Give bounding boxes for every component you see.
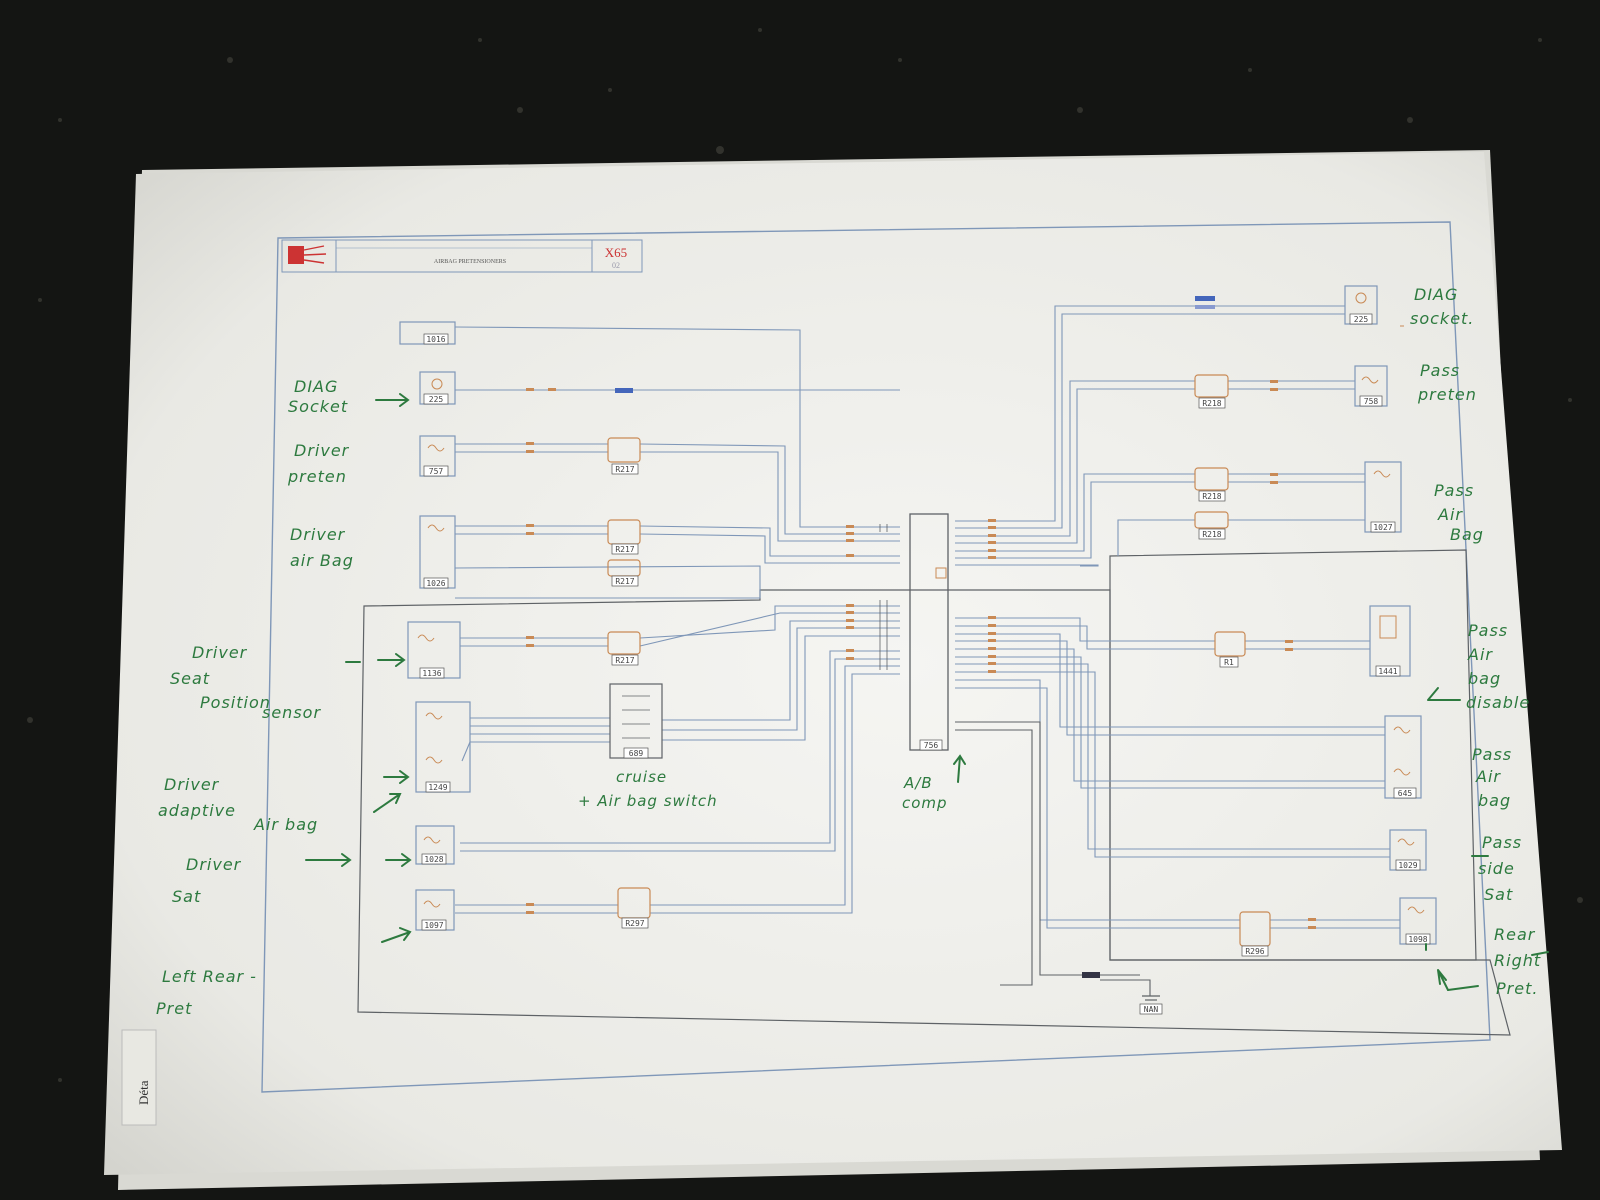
note-driver-preten-2: preten xyxy=(287,467,347,486)
note-diag-socket-right-1: DIAG xyxy=(1414,285,1458,304)
paper-sheet xyxy=(104,152,1562,1175)
connector-label-r217-b: R217 xyxy=(615,545,634,554)
diag-splice-left xyxy=(615,388,633,393)
note-rear-right-1: Rear xyxy=(1494,925,1536,944)
component-label-757: 757 xyxy=(429,467,444,476)
note-ab-comp-1: A/B xyxy=(903,774,933,792)
component-label-1016: 1016 xyxy=(426,335,445,344)
title-code: X65 xyxy=(605,245,627,260)
note-driver-seat-3: Position xyxy=(200,693,271,712)
connector-label-r218-c: R218 xyxy=(1202,530,1221,539)
component-label-645: 645 xyxy=(1398,789,1413,798)
note-pass-air-bag-2-1: Pass xyxy=(1472,745,1512,764)
note-driver-sat-2: Sat xyxy=(172,887,201,906)
note-rear-right-2: Right xyxy=(1494,951,1541,970)
component-label-689: 689 xyxy=(629,749,644,758)
note-driver-seat-1: Driver xyxy=(192,643,248,662)
component-label-1026: 1026 xyxy=(426,579,445,588)
handwritten-arrows xyxy=(305,393,1549,991)
connector-label-r1: R1 xyxy=(1224,658,1234,667)
connector-label-r296: R296 xyxy=(1245,947,1264,956)
connector-label-r217-a: R217 xyxy=(615,465,634,474)
component-label-1027: 1027 xyxy=(1373,523,1392,532)
component-symbols xyxy=(417,292,1425,914)
note-driver-air-bag-1: Driver xyxy=(290,525,346,544)
connector-label-r217-d: R217 xyxy=(615,656,634,665)
component-label-1098: 1098 xyxy=(1408,935,1427,944)
note-pass-air-bag-2: Air xyxy=(1437,505,1463,524)
note-pass-disable-3: bag xyxy=(1468,669,1501,688)
note-driver-air-bag-2: air Bag xyxy=(290,551,354,570)
component-label-1249: 1249 xyxy=(428,783,447,792)
component-label-225-left: 225 xyxy=(429,395,444,404)
note-driver-adaptive-1: Driver xyxy=(164,775,220,794)
note-pass-preten-1: Pass xyxy=(1420,361,1460,380)
note-cruise-2: + Air bag switch xyxy=(578,792,718,810)
page-tab-label: Déta xyxy=(136,1080,151,1105)
component-label-758: 758 xyxy=(1364,397,1379,406)
component-label-756: 756 xyxy=(924,741,939,750)
connector-label-r218-a: R218 xyxy=(1202,399,1221,408)
component-labels: 1016 225 757 1026 1136 1249 1028 1097 22… xyxy=(419,313,1431,1015)
note-pass-side-sat-3: Sat xyxy=(1484,885,1513,904)
note-diag-socket-left-1: DIAG xyxy=(294,377,338,396)
note-driver-sat-1: Driver xyxy=(186,855,242,874)
note-pass-preten-2: preten xyxy=(1417,385,1477,404)
note-pass-air-bag-3: Bag xyxy=(1450,525,1484,544)
note-pass-disable-4: disable xyxy=(1466,693,1530,712)
note-pass-disable-2: Air xyxy=(1467,645,1493,664)
inline-connectors xyxy=(607,374,1271,947)
title-connector-icon xyxy=(288,246,304,264)
component-label-1097: 1097 xyxy=(424,921,443,930)
connector-label-r218-b: R218 xyxy=(1202,492,1221,501)
ground-splice xyxy=(1082,972,1100,978)
note-rear-right-3: Pret. xyxy=(1496,979,1538,998)
note-left-rear-1: Left Rear - xyxy=(162,967,257,986)
component-label-225-right: 225 xyxy=(1354,315,1369,324)
note-driver-adaptive-3: Air bag xyxy=(253,815,318,834)
component-label-1028: 1028 xyxy=(424,855,443,864)
title-block: AIRBAG PRETENSIONERS X65 02 xyxy=(281,239,643,273)
note-driver-preten-1: Driver xyxy=(294,441,350,460)
note-pass-air-bag-2-2: Air xyxy=(1475,767,1501,786)
note-pass-side-sat-1: Pass xyxy=(1482,833,1522,852)
note-ab-comp-2: comp xyxy=(902,794,948,812)
note-diag-socket-left-2: Socket xyxy=(288,397,348,416)
note-driver-seat-2: Seat xyxy=(170,669,210,688)
component-label-1136: 1136 xyxy=(422,669,441,678)
diag-splice-2 xyxy=(1195,305,1215,309)
note-diag-socket-right-2: socket. xyxy=(1410,309,1474,328)
pin-labels xyxy=(526,380,1316,929)
handwritten-annotations: DIAG Socket Driver preten Driver air Bag… xyxy=(156,285,1541,1018)
component-label-nan: NAN xyxy=(1144,1005,1159,1014)
note-pass-air-bag-2-3: bag xyxy=(1478,791,1511,810)
page-tab xyxy=(121,1029,157,1126)
title-caption: AIRBAG PRETENSIONERS xyxy=(434,259,506,265)
note-left-rear-2: Pret xyxy=(156,999,192,1018)
title-sheet: 02 xyxy=(612,261,620,270)
connector-label-r297: R297 xyxy=(625,919,644,928)
note-pass-air-bag-1: Pass xyxy=(1434,481,1474,500)
connector-label-r217-c: R217 xyxy=(615,577,634,586)
background-speckles xyxy=(27,28,1583,1082)
diag-splice xyxy=(1195,296,1215,301)
note-driver-adaptive-2: adaptive xyxy=(158,801,236,820)
connector-labels: R217 R217 R217 R217 R297 R218 R218 R218 … xyxy=(611,397,1269,957)
note-pass-side-sat-2: side xyxy=(1478,859,1515,878)
component-label-1441: 1441 xyxy=(1378,667,1397,676)
note-driver-seat-4: sensor xyxy=(262,703,321,722)
ground-icon xyxy=(1142,995,1160,1001)
note-cruise-1: cruise xyxy=(616,768,667,786)
component-label-1029: 1029 xyxy=(1398,861,1417,870)
outer-frame xyxy=(261,221,1491,1093)
note-pass-disable-1: Pass xyxy=(1468,621,1508,640)
